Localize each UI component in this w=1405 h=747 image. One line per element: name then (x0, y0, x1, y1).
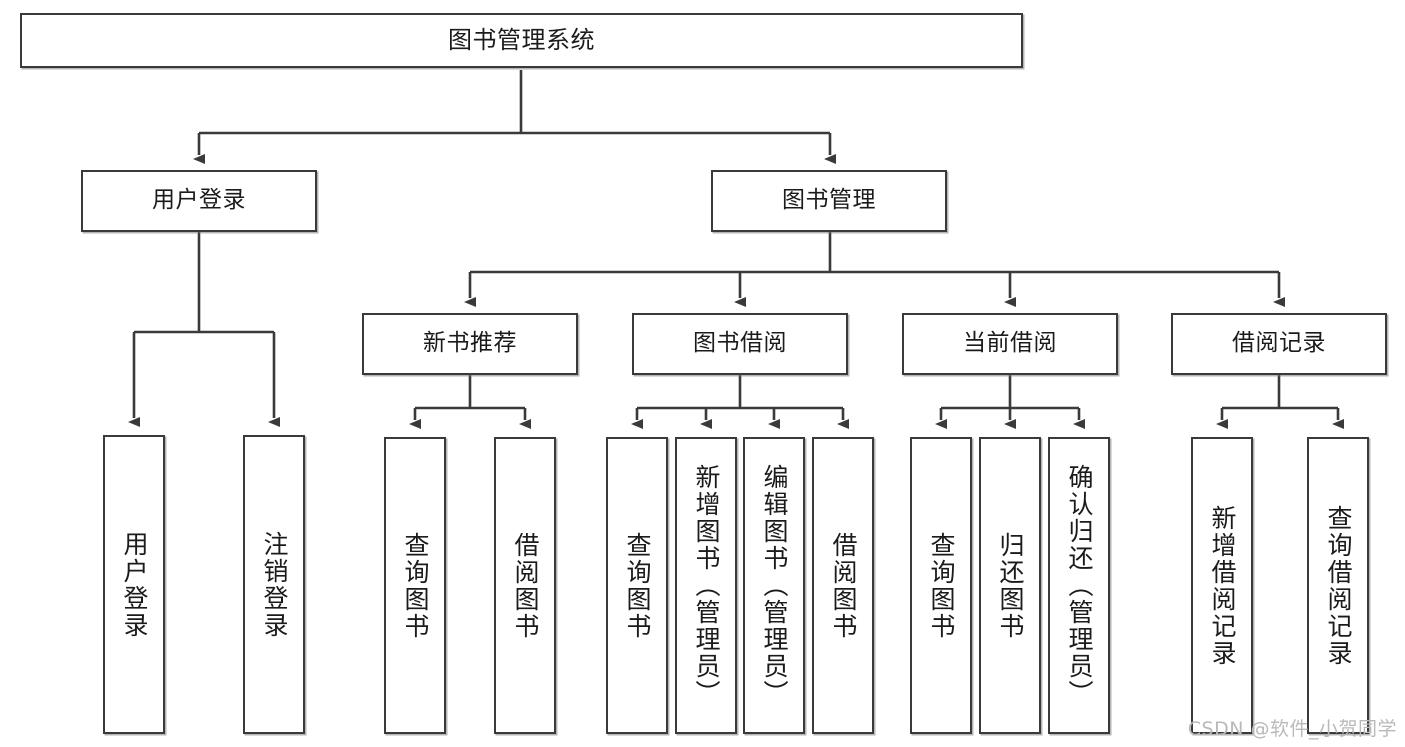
node-label: 用户登录 (120, 530, 149, 639)
node-label: 注销登录 (260, 530, 289, 639)
leaf-book-borrow-query-book[interactable]: 查询图书 (606, 437, 668, 734)
node-label: 查询图书 (401, 531, 430, 640)
leaf-current-borrow-return-book[interactable]: 归还图书 (979, 437, 1041, 734)
node-borrow-record[interactable]: 借阅记录 (1171, 313, 1387, 375)
leaf-new-book-borrow-book[interactable]: 借阅图书 (494, 437, 556, 734)
leaf-book-borrow-borrow-book[interactable]: 借阅图书 (812, 437, 874, 734)
leaf-borrow-record-query-record[interactable]: 查询借阅记录 (1307, 437, 1369, 734)
node-label: 用户登录 (152, 187, 246, 214)
node-new-book-recommend[interactable]: 新书推荐 (362, 313, 578, 375)
node-label: 借阅图书 (511, 531, 540, 640)
node-label: 新增图书（管理员） (692, 464, 721, 707)
leaf-new-book-query-book[interactable]: 查询图书 (384, 437, 446, 734)
node-user-login[interactable]: 用户登录 (81, 170, 317, 232)
node-label: 当前借阅 (963, 330, 1057, 357)
node-book-management[interactable]: 图书管理 (711, 170, 947, 232)
node-label: 归还图书 (996, 531, 1025, 640)
leaf-current-borrow-confirm-return-admin[interactable]: 确认归还（管理员） (1048, 437, 1110, 734)
leaf-current-borrow-query-book[interactable]: 查询图书 (910, 437, 972, 734)
node-label: 图书借阅 (693, 330, 787, 357)
node-label: 查询借阅记录 (1324, 504, 1353, 667)
node-label: 借阅记录 (1232, 330, 1326, 357)
node-label: 图书管理系统 (448, 26, 595, 55)
node-root-book-management-system[interactable]: 图书管理系统 (20, 13, 1023, 68)
leaf-book-borrow-add-book-admin[interactable]: 新增图书（管理员） (675, 437, 737, 734)
node-label: 查询图书 (623, 531, 652, 640)
node-label: 借阅图书 (829, 531, 858, 640)
node-label: 新增借阅记录 (1208, 504, 1237, 667)
leaf-book-borrow-edit-book-admin[interactable]: 编辑图书（管理员） (743, 437, 805, 734)
leaf-borrow-record-add-record[interactable]: 新增借阅记录 (1191, 437, 1253, 734)
node-label: 查询图书 (927, 531, 956, 640)
node-book-borrow[interactable]: 图书借阅 (632, 313, 848, 375)
node-label: 确认归还（管理员） (1065, 464, 1094, 707)
leaf-user-login-logout[interactable]: 注销登录 (243, 435, 305, 734)
node-label: 图书管理 (782, 187, 876, 214)
leaf-user-login-login[interactable]: 用户登录 (103, 435, 165, 734)
node-label: 新书推荐 (423, 330, 517, 357)
node-current-borrow[interactable]: 当前借阅 (902, 313, 1118, 375)
node-label: 编辑图书（管理员） (760, 464, 789, 707)
